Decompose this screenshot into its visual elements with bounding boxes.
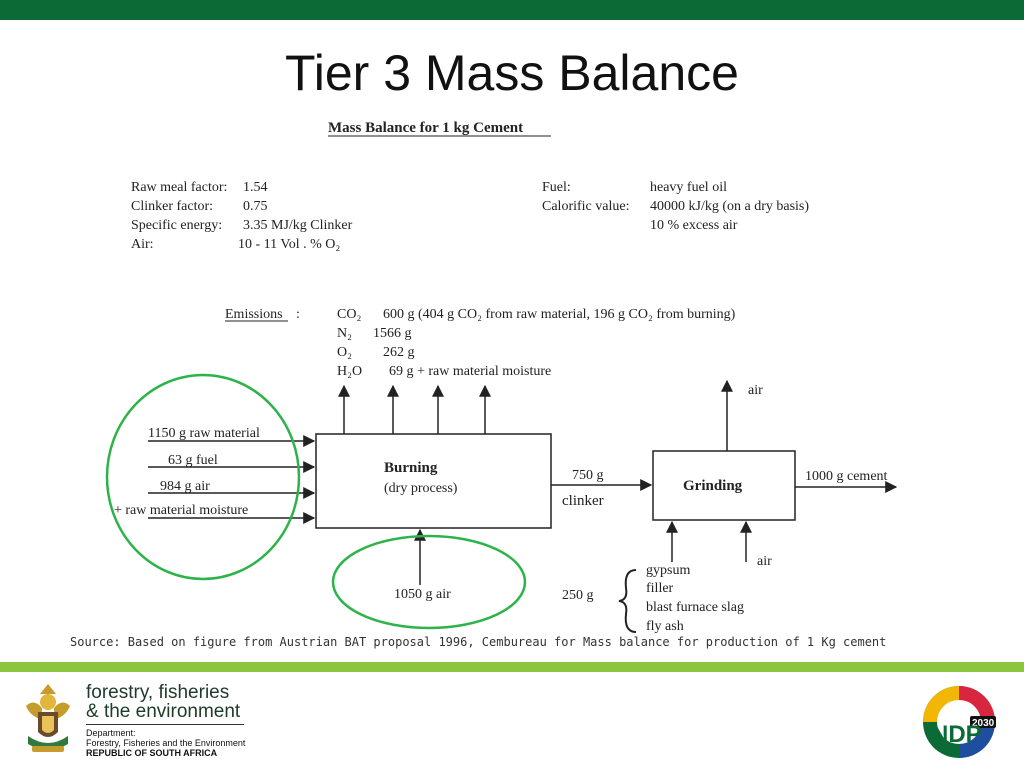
input-label: 63 g fuel — [168, 453, 218, 468]
emissions-label: Emissions — [225, 307, 283, 322]
emission-species: O₂ — [337, 345, 352, 360]
bottom-air-label: 1050 g air — [394, 587, 451, 602]
additive-item: gypsum — [646, 563, 690, 578]
param-label: Clinker factor: — [131, 199, 213, 214]
input-label: 1150 g raw material — [148, 426, 260, 441]
slide-title: Tier 3 Mass Balance — [285, 45, 739, 101]
source-note: Source: Based on figure from Austrian BA… — [70, 635, 887, 649]
department-caption: Department: — [86, 728, 136, 738]
emissions-block: Emissions : CO₂ 600 g (404 g CO₂ from ra… — [225, 307, 736, 379]
params-left: Raw meal factor: 1.54 Clinker factor: 0.… — [131, 180, 353, 252]
department-name: forestry, fisheries & the environment — [86, 683, 256, 721]
ndp-label: NDP — [931, 721, 982, 748]
footer-line — [0, 662, 1024, 672]
grinding-air-bottom-label: air — [757, 554, 772, 569]
department-country: REPUBLIC OF SOUTH AFRICA — [86, 748, 218, 758]
emission-species: H₂O — [337, 364, 362, 379]
grinding-box — [652, 450, 796, 521]
input-arrows — [148, 435, 316, 524]
additive-item: blast furnace slag — [646, 600, 744, 615]
input-label: + raw material moisture — [114, 503, 248, 518]
emission-species: CO₂ — [337, 307, 361, 322]
highlight-circle-bottom-air — [331, 534, 527, 630]
emission-value: 1566 g — [373, 326, 412, 341]
param-value: 10 - 11 Vol . % O₂ — [238, 237, 340, 252]
highlight-circle-inputs — [105, 373, 301, 581]
additives-mass: 250 g — [562, 588, 594, 603]
burning-title: Burning — [384, 460, 438, 476]
additives-brace — [618, 569, 637, 633]
params-right: Fuel: heavy fuel oil Calorific value: 40… — [542, 180, 809, 233]
param-value: 0.75 — [243, 199, 268, 214]
param-value: 10 % excess air — [650, 218, 738, 233]
param-label: Air: — [131, 237, 154, 252]
clinker-mass: 750 g — [572, 468, 604, 483]
param-label: Calorific value: — [542, 199, 629, 214]
department-divider — [86, 724, 244, 725]
department-details: Department: Forestry, Fisheries and the … — [86, 728, 266, 758]
emission-species: N₂ — [337, 326, 352, 341]
additives-list: gypsum filler blast furnace slag fly ash — [646, 563, 744, 634]
input-labels: 1150 g raw material 63 g fuel 984 g air … — [114, 426, 260, 518]
param-label: Specific energy: — [131, 218, 222, 233]
ndp-year: 2030 — [972, 718, 995, 729]
param-label: Raw meal factor: — [131, 180, 227, 195]
figure-heading: Mass Balance for 1 kg Cement — [328, 120, 523, 136]
additive-item: filler — [646, 581, 674, 596]
emission-value: 69 g + raw material moisture — [389, 364, 551, 379]
department-name-line1: forestry, fisheries — [86, 682, 230, 703]
input-label: 984 g air — [160, 479, 210, 494]
footer — [0, 672, 1024, 768]
mass-balance-diagram: Mass Balance for 1 kg Cement Raw meal fa… — [105, 120, 898, 634]
grinding-title: Grinding — [683, 478, 743, 494]
top-bar — [0, 0, 1024, 20]
additive-item: fly ash — [646, 619, 684, 634]
clinker-label: clinker — [562, 493, 604, 509]
coat-of-arms-logo — [26, 684, 70, 752]
grinding-air-top-label: air — [748, 383, 763, 398]
department-name-line2: & the environment — [86, 701, 241, 722]
department-fullname: Forestry, Fisheries and the Environment — [86, 738, 246, 748]
emission-value: 600 g (404 g CO₂ from raw material, 196 … — [383, 307, 736, 322]
emissions-colon: : — [296, 307, 300, 322]
param-value: heavy fuel oil — [650, 180, 727, 195]
output-label: 1000 g cement — [805, 469, 888, 484]
param-value: 40000 kJ/kg (on a dry basis) — [650, 199, 809, 214]
burning-box — [315, 433, 552, 529]
param-label: Fuel: — [542, 180, 571, 195]
emission-arrows — [338, 384, 491, 434]
param-value: 1.54 — [243, 180, 268, 195]
emission-value: 262 g — [383, 345, 415, 360]
param-value: 3.35 MJ/kg Clinker — [243, 218, 353, 233]
burning-subtitle: (dry process) — [384, 481, 458, 496]
ndp-2030-logo: 2030 NDP — [923, 686, 996, 758]
